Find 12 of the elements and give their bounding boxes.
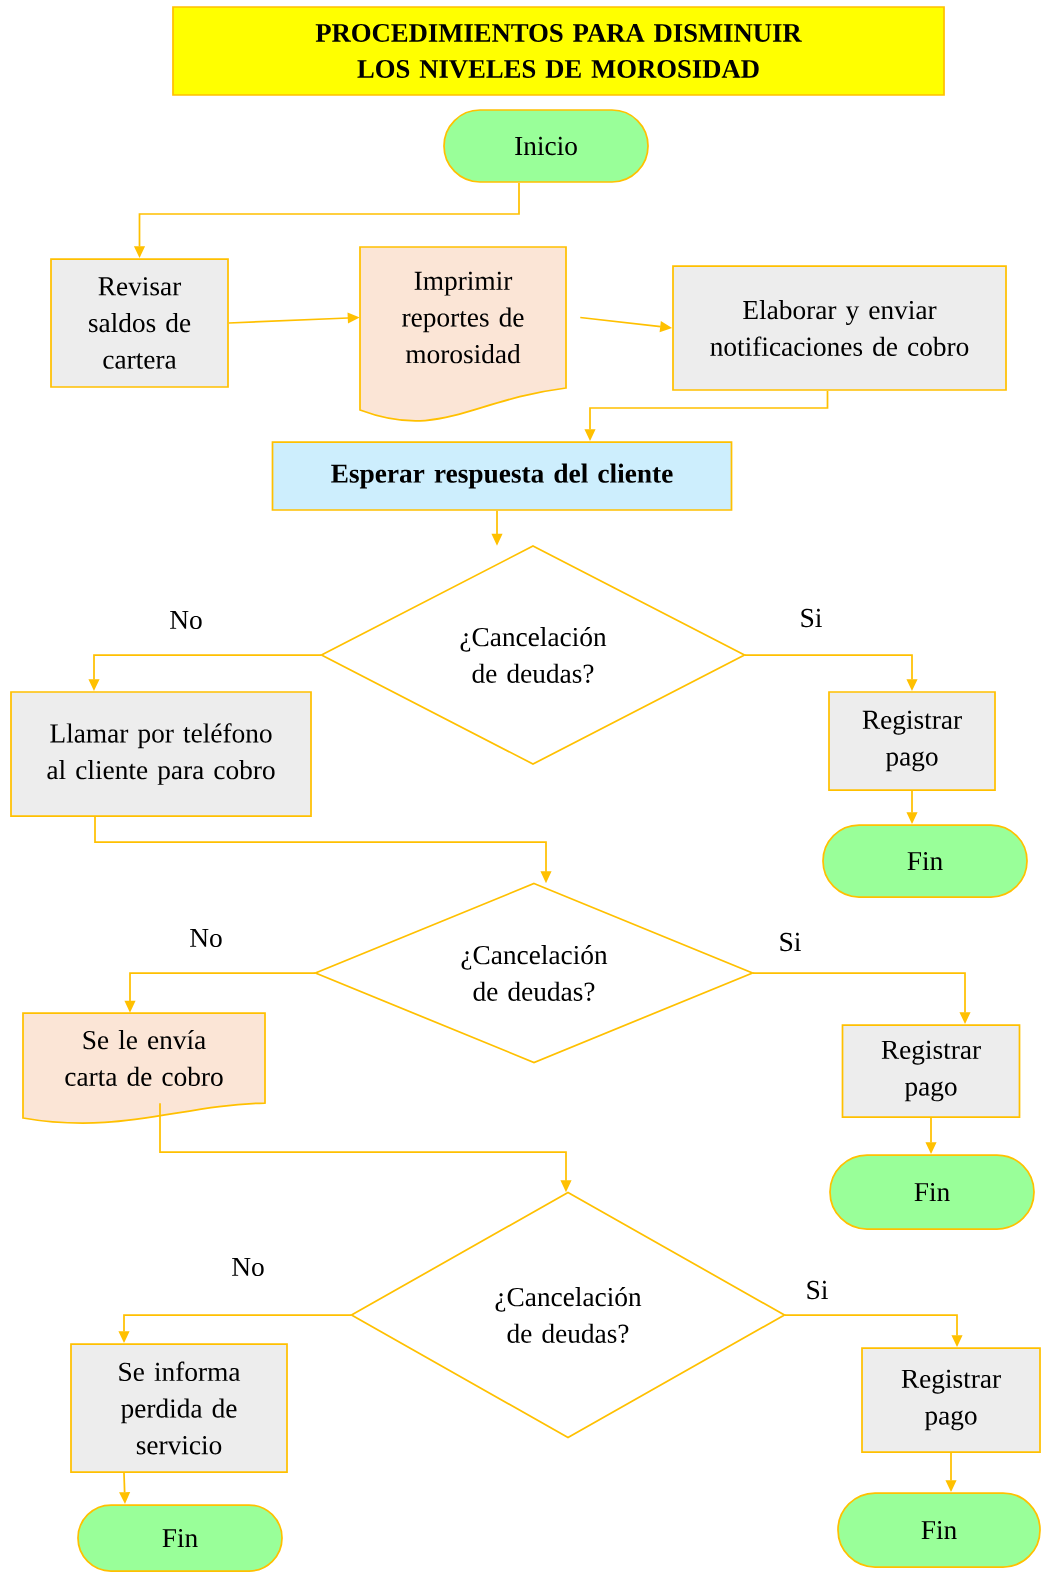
process-box: Se informa perdida de servicio xyxy=(70,1343,288,1473)
process-box: Elaborar y enviar notificaciones de cobro xyxy=(672,265,1007,391)
edge-label: Si xyxy=(777,931,803,953)
process-box: Registrar pago xyxy=(861,1347,1041,1453)
process-box: Esperar respuesta del cliente xyxy=(271,441,733,511)
edge-label: Si xyxy=(804,1279,830,1301)
title-banner: PROCEDIMIENTOS PARA DISMINUIR LOS NIVELES DE MOROSIDAD xyxy=(172,6,945,96)
process-box: Registrar pago xyxy=(828,691,996,791)
edge-label: Si xyxy=(798,607,824,629)
process-box: Llamar por teléfono al cliente para cobro xyxy=(10,691,312,817)
process-box: Revisar saldos de cartera xyxy=(50,258,229,388)
process-box: Registrar pago xyxy=(841,1024,1021,1118)
